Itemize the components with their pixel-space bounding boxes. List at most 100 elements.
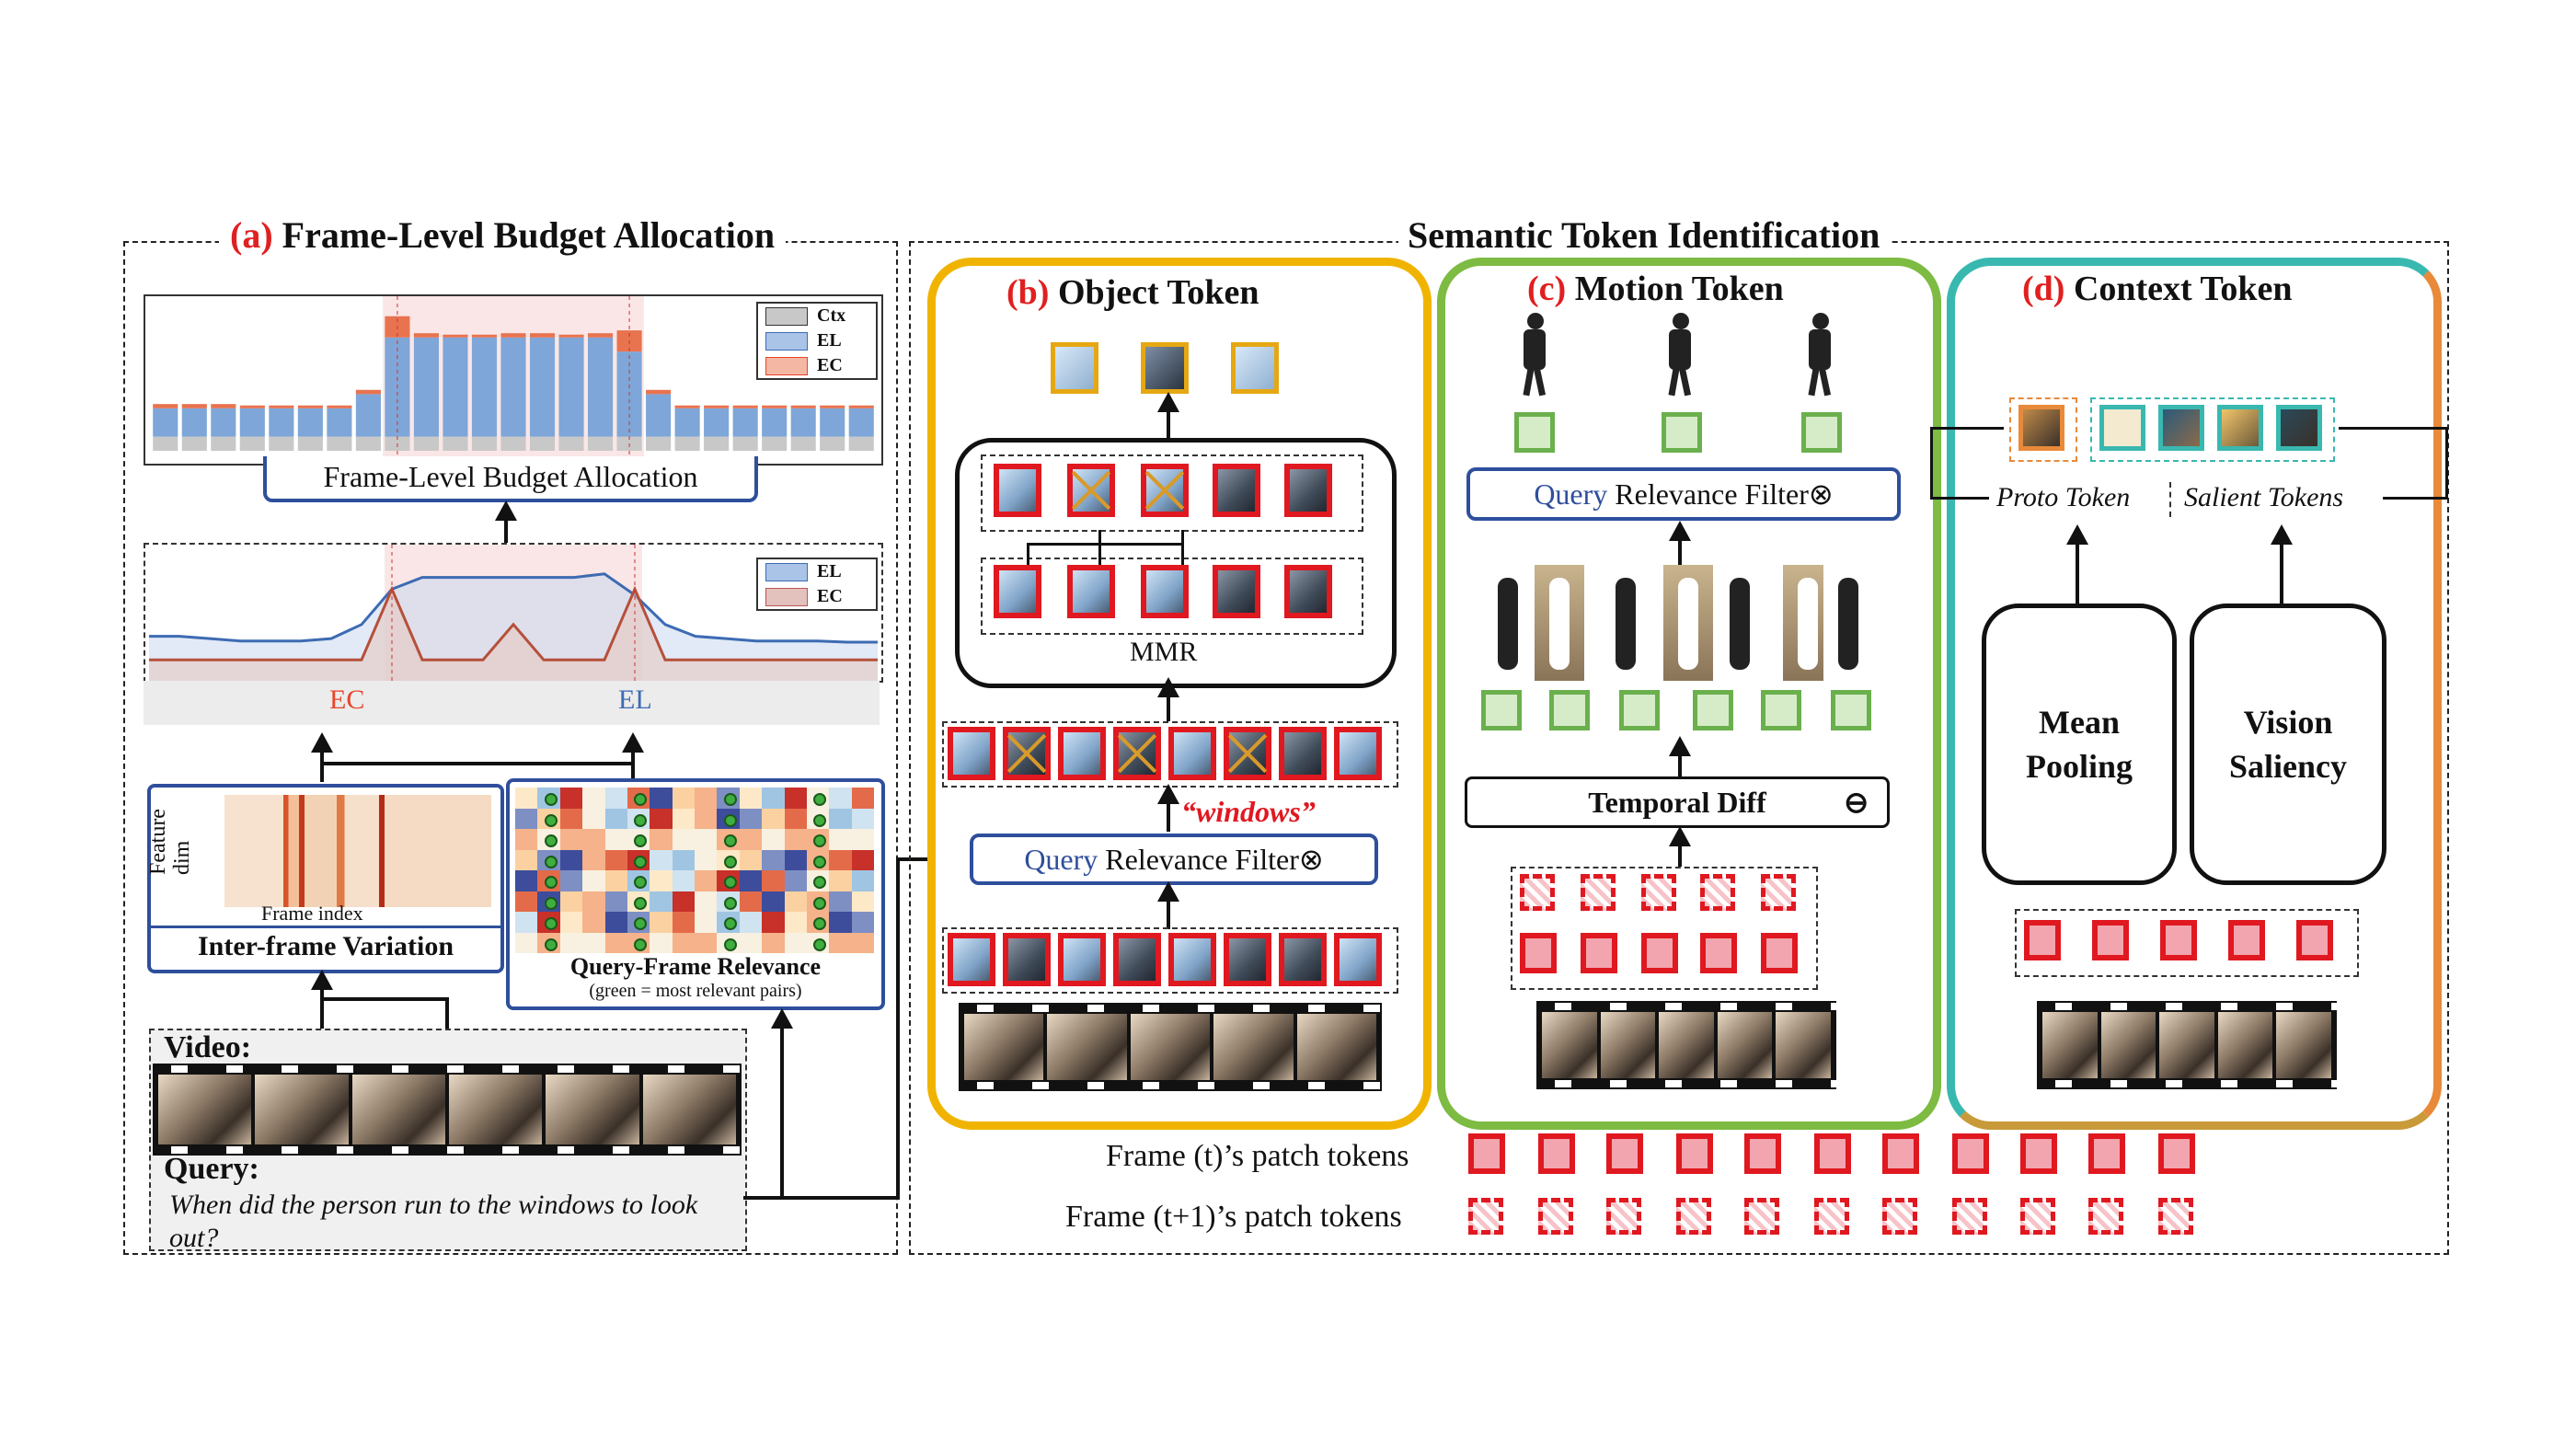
relevance-cell	[784, 870, 807, 891]
legend-next-patch-9	[2020, 1198, 2055, 1235]
mmr-top-token-1	[994, 464, 1041, 517]
connector-query-v	[780, 1021, 784, 1196]
relevance-cell	[515, 808, 538, 829]
relevant-pair-marker	[634, 793, 648, 807]
relevant-pair-marker	[813, 834, 827, 848]
bar-ctx-3	[239, 436, 265, 451]
relevance-cell	[762, 891, 785, 912]
relevance-cell	[739, 849, 763, 870]
object-output-token-2	[1141, 342, 1189, 394]
bar-ctx-4	[269, 436, 294, 451]
relevance-cell	[806, 829, 830, 850]
mmr-top-row	[981, 454, 1363, 532]
relevance-cell	[717, 808, 740, 829]
motion-next-patch-4	[1700, 874, 1735, 911]
relevant-pair-marker	[544, 813, 558, 827]
legend-next-patch-4	[1676, 1198, 1711, 1235]
line-chart-svg	[149, 545, 878, 681]
bar-ec-10	[443, 334, 468, 338]
relevant-pair-marker	[544, 834, 558, 848]
relevance-cell	[515, 912, 538, 933]
relevant-pair-marker	[544, 876, 558, 890]
relevance-cell	[829, 891, 852, 912]
relevance-cell	[851, 912, 874, 933]
motion-token-2	[1662, 412, 1702, 453]
relevance-cell	[762, 808, 785, 829]
bar-el-22	[790, 408, 816, 437]
bar-ctx-24	[848, 436, 874, 451]
connector-video-v	[445, 997, 449, 1030]
semantic-title: Semantic Token Identification	[1398, 213, 1890, 257]
bar-el-4	[269, 408, 294, 437]
loop-right-h1	[2339, 427, 2447, 430]
loop-left-v	[1930, 427, 1933, 499]
relevance-cell	[650, 932, 673, 953]
motion-token-title: (c) Motion Token	[1527, 270, 1784, 308]
filtered-token-6	[1224, 727, 1271, 780]
motion-candidate-token-1	[1481, 690, 1522, 730]
bar-ec-4	[269, 405, 294, 408]
relevance-cell	[582, 808, 605, 829]
connector-v1	[320, 745, 324, 782]
relevance-cell	[739, 808, 763, 829]
relevance-cell	[762, 912, 785, 933]
relevant-pair-marker	[813, 876, 827, 890]
relevance-cell	[672, 932, 695, 953]
relevance-cell	[672, 891, 695, 912]
salient-token-4	[2276, 405, 2322, 451]
relevance-note: (green = most relevant pairs)	[589, 981, 802, 1001]
mmr-bottom-token-3	[1141, 565, 1189, 618]
relevant-pair-marker	[544, 917, 558, 931]
relevance-cell	[537, 932, 560, 953]
bar-el-2	[211, 408, 236, 437]
relevant-pair-marker	[634, 876, 648, 890]
relevance-cell	[515, 829, 538, 850]
bar-ctx-21	[762, 436, 788, 451]
bar-el-18	[674, 408, 700, 437]
mmr-link-v2	[1098, 530, 1101, 565]
motion-silhouette-2	[1662, 313, 1698, 397]
bar-ctx-10	[443, 436, 468, 451]
inter-frame-panel: Feature dim Frame index Inter-frame Vari…	[146, 784, 504, 973]
arrow-head	[1669, 521, 1691, 541]
relevant-pair-marker	[634, 813, 648, 827]
query-label: Query:	[164, 1152, 259, 1186]
loop-left-h1	[1930, 427, 2004, 430]
feature-dim-label: Feature dim	[146, 809, 194, 875]
motion-candidate-token-3	[1619, 690, 1660, 730]
relevance-cell	[650, 808, 673, 829]
legend-current-patch-6	[1814, 1133, 1851, 1174]
connector-v2	[631, 745, 635, 782]
arrow-head-variation	[311, 970, 333, 990]
mmr-bottom-token-1	[994, 565, 1041, 618]
relevance-cell	[784, 912, 807, 933]
relevance-cell	[672, 870, 695, 891]
mean-pooling-box: Mean Pooling	[1982, 604, 2177, 885]
relevant-pair-marker	[813, 896, 827, 910]
bar-ec-15	[588, 333, 614, 338]
relevant-pair-marker	[813, 813, 827, 827]
bar-ctx-0	[153, 436, 178, 451]
bar-ctx-7	[355, 436, 381, 451]
relevance-cell	[784, 829, 807, 850]
relevance-cell	[829, 788, 852, 809]
relevance-cell	[851, 808, 874, 829]
input-token-1	[948, 933, 995, 986]
bar-el-12	[500, 337, 526, 437]
bar-ctx-12	[500, 436, 526, 451]
relevant-pair-marker	[723, 793, 737, 807]
budget-bar-chart: Ctx EL EC	[144, 294, 883, 466]
bar-ec-1	[181, 404, 207, 408]
motion-current-patch-2	[1581, 933, 1617, 973]
arrow-mmr-out	[1167, 405, 1170, 438]
bar-el-3	[239, 408, 265, 437]
motion-patch-group	[1511, 867, 1818, 990]
bar-el-20	[732, 408, 758, 437]
motion-next-patch-1	[1520, 874, 1555, 911]
video-query-box: Video: Query: When did the person run to…	[149, 1029, 747, 1253]
mmr-bottom-token-5	[1284, 565, 1332, 618]
context-patch-3	[2160, 920, 2197, 960]
motion-silhouette-shape	[1838, 578, 1858, 670]
relevance-cell	[604, 849, 627, 870]
filtered-token-7	[1279, 727, 1327, 780]
